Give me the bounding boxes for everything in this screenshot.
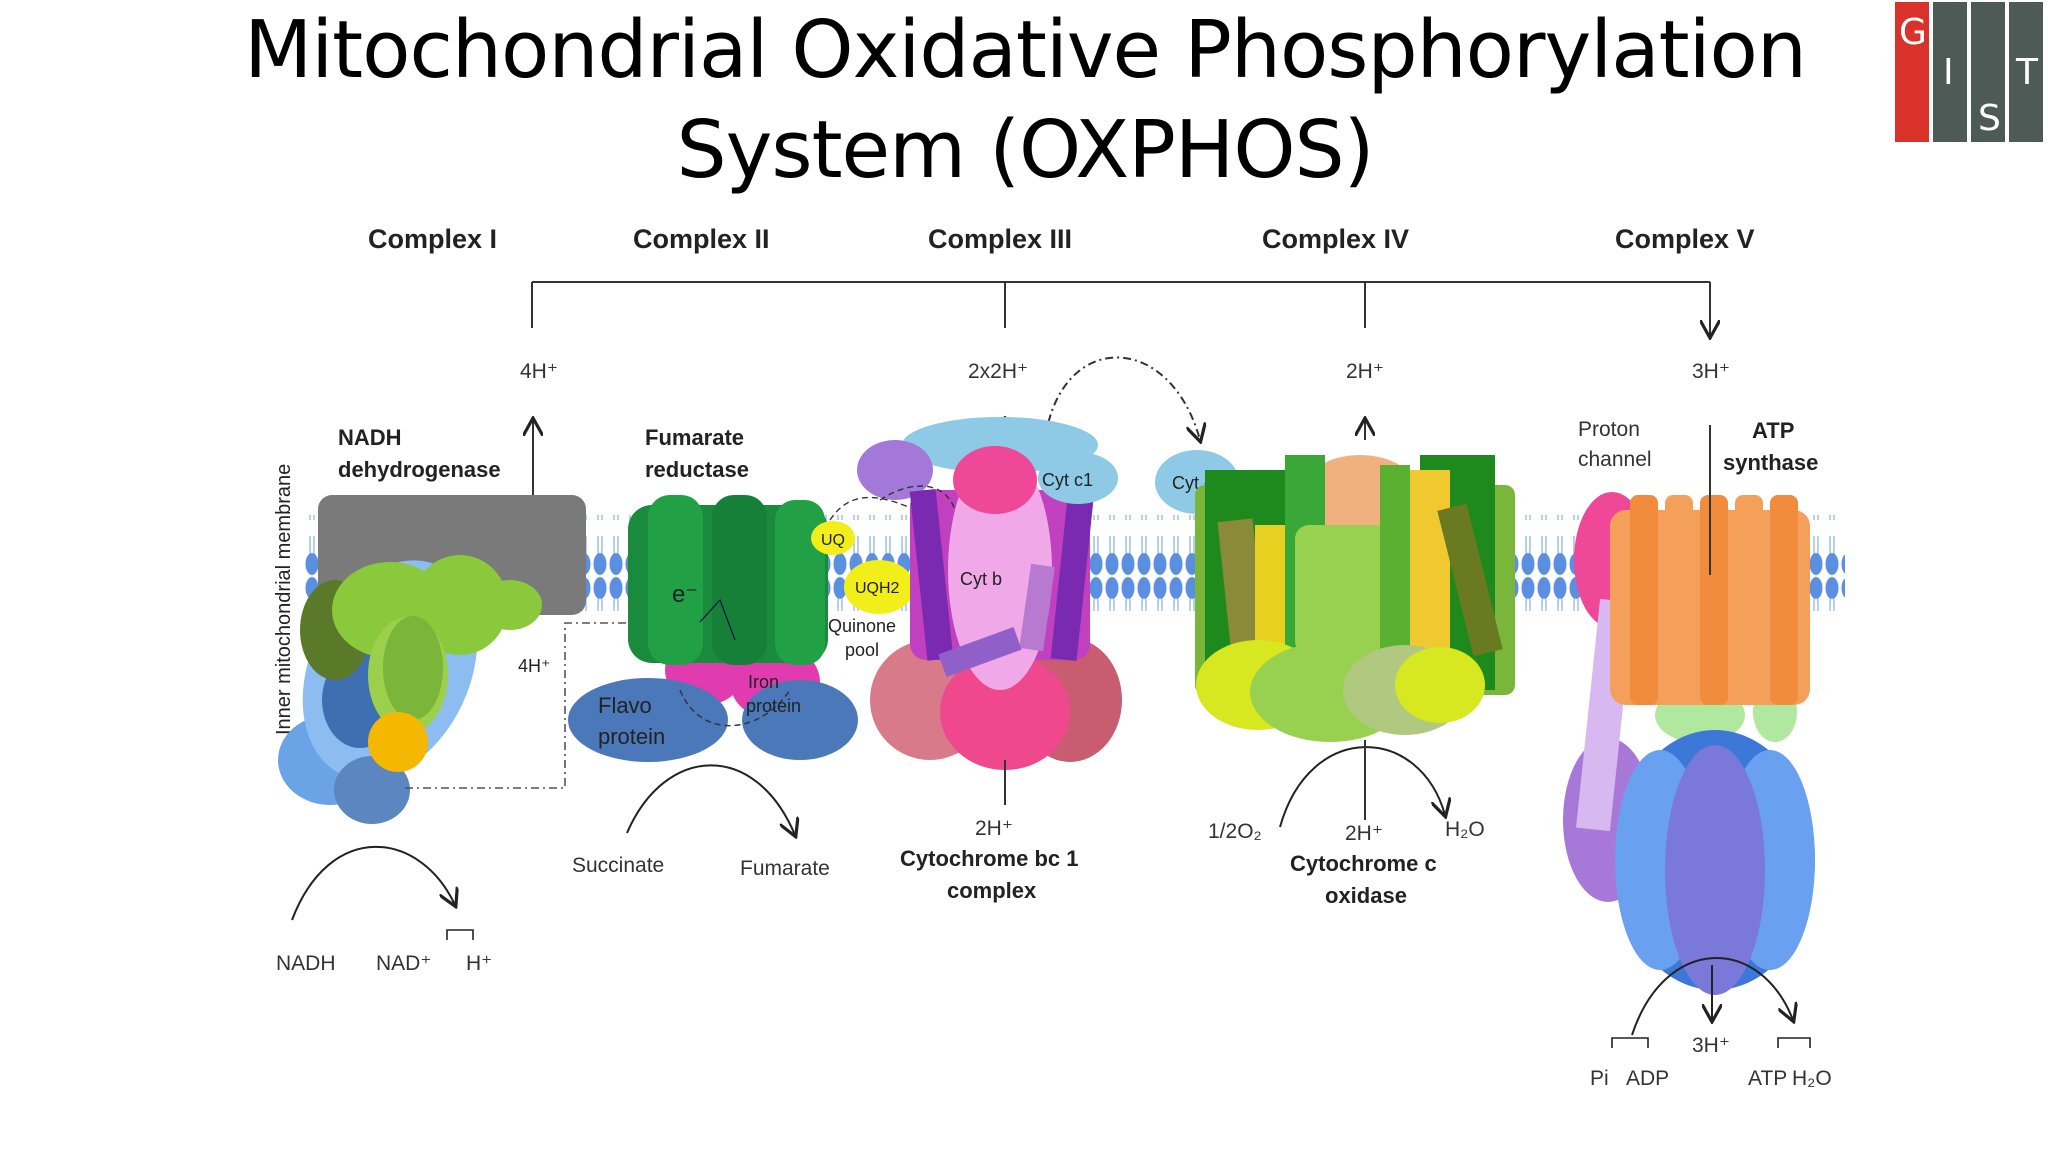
logo-letter-t: T (2015, 52, 2039, 93)
logo-letter-g: G (1899, 12, 1927, 53)
complex-4-name-line-1: Cytochrome c (1290, 851, 1437, 876)
proton-c4-top: 2H⁺ (1346, 360, 1384, 383)
title-line-2: System (OXPHOS) (676, 104, 1375, 196)
complex-2-name-line-2: reductase (645, 457, 749, 482)
flavo-protein-line-2: protein (598, 724, 665, 749)
complex-4-oxygen: 1/2O₂ (1208, 820, 1262, 843)
cytc-transfer-arrow (1044, 356, 1200, 441)
complex-5-shape (1563, 492, 1815, 995)
complex-4-shape (1195, 455, 1515, 742)
flavo-protein-line-1: Flavo (598, 693, 652, 718)
complex-1-product-1: NAD⁺ (376, 952, 431, 975)
logo-bar-red (1895, 2, 1929, 142)
complex-1-name-line-1: NADH (338, 425, 402, 450)
cyt-b-label: Cyt b (960, 569, 1002, 589)
complex-5-pi: Pi (1590, 1067, 1609, 1090)
iron-protein-line-2: protein (746, 696, 801, 716)
complex-3-shape (857, 417, 1122, 770)
iron-protein-line-1: Iron (748, 672, 779, 692)
complex-2-product: Fumarate (740, 857, 830, 880)
complex-5-adp: ADP (1626, 1067, 1669, 1090)
quinone-pool-line-2: pool (845, 640, 879, 660)
logo-letter-s: S (1978, 98, 2001, 139)
complex-3-name-line-1: Cytochrome bc 1 (900, 846, 1079, 871)
complex-1-name-line-2: dehydrogenase (338, 457, 501, 482)
complex-4-water: H₂O (1445, 818, 1485, 841)
proton-c1-lower: 4H⁺ (518, 656, 551, 676)
proton-c3-bottom: 2H⁺ (975, 817, 1013, 840)
header-complex-3: Complex III (928, 224, 1072, 254)
logo-bar-gray-3 (2009, 2, 2043, 142)
quinone-pool-line-1: Quinone (828, 616, 896, 636)
gist-logo: G I S T (1895, 2, 2043, 142)
proton-c5-top: 3H⁺ (1692, 360, 1730, 383)
proton-c4-bottom: 2H⁺ (1345, 822, 1383, 845)
complex-1-substrate: NADH (276, 952, 336, 975)
quinone-pool-shape (811, 496, 936, 614)
proton-bracket (531, 281, 1710, 336)
slide-title: Mitochondrial Oxidative Phosphorylation … (180, 0, 1870, 200)
complex-5-product-bracket (1777, 1037, 1811, 1048)
complex-5-atp: ATP (1748, 1067, 1787, 1090)
logo-bar-gray-1 (1933, 2, 1967, 142)
complex-1-shape (278, 495, 586, 824)
header-complex-4: Complex IV (1262, 224, 1409, 254)
complex-5-substrate-bracket (1611, 1037, 1649, 1048)
complex-1-electron-path (405, 622, 660, 789)
logo-bar-gray-2 (1971, 2, 2005, 142)
membrane-label: Inner mitochondrial membrane (273, 464, 295, 735)
header-complex-5: Complex V (1615, 224, 1755, 254)
complex-5-name-line-2: synthase (1723, 450, 1818, 475)
complex-4-name-line-2: oxidase (1325, 883, 1407, 908)
complex-5-reaction-arrow (1631, 957, 1793, 1036)
title-line-1: Mitochondrial Oxidative Phosphorylation (244, 4, 1807, 96)
header-complex-1: Complex I (368, 224, 497, 254)
quinone-uq: UQ (821, 532, 845, 549)
proton-channel-line-1: Proton (1578, 418, 1640, 441)
proton-c5-bottom: 3H⁺ (1692, 1034, 1730, 1057)
complex-2-electron: e⁻ (672, 581, 698, 608)
proton-c1-top: 4H⁺ (520, 360, 558, 383)
proton-c3-top: 2x2H⁺ (968, 360, 1028, 383)
cyt-c1-label: Cyt c1 (1042, 470, 1093, 490)
complex-2-reaction-arrow (626, 764, 795, 835)
complex-1-product-2: H⁺ (466, 952, 492, 975)
complex-1-reaction-arrow (291, 845, 455, 921)
complex-4-reaction-arrow (1279, 746, 1445, 828)
quinone-uqh2: UQH2 (855, 580, 900, 597)
complex-2-substrate: Succinate (572, 854, 664, 877)
complex-5-water: H₂O (1792, 1067, 1832, 1090)
logo-letter-i: I (1943, 52, 1954, 93)
complex-2-name-line-1: Fumarate (645, 425, 744, 450)
complex-1-product-bracket (446, 929, 474, 940)
complex-3-name-line-2: complex (947, 878, 1037, 903)
proton-channel-line-2: channel (1578, 448, 1652, 471)
complex-2-shape (568, 495, 858, 762)
complex-5-name-line-1: ATP (1752, 418, 1794, 443)
header-complex-2: Complex II (633, 224, 770, 254)
